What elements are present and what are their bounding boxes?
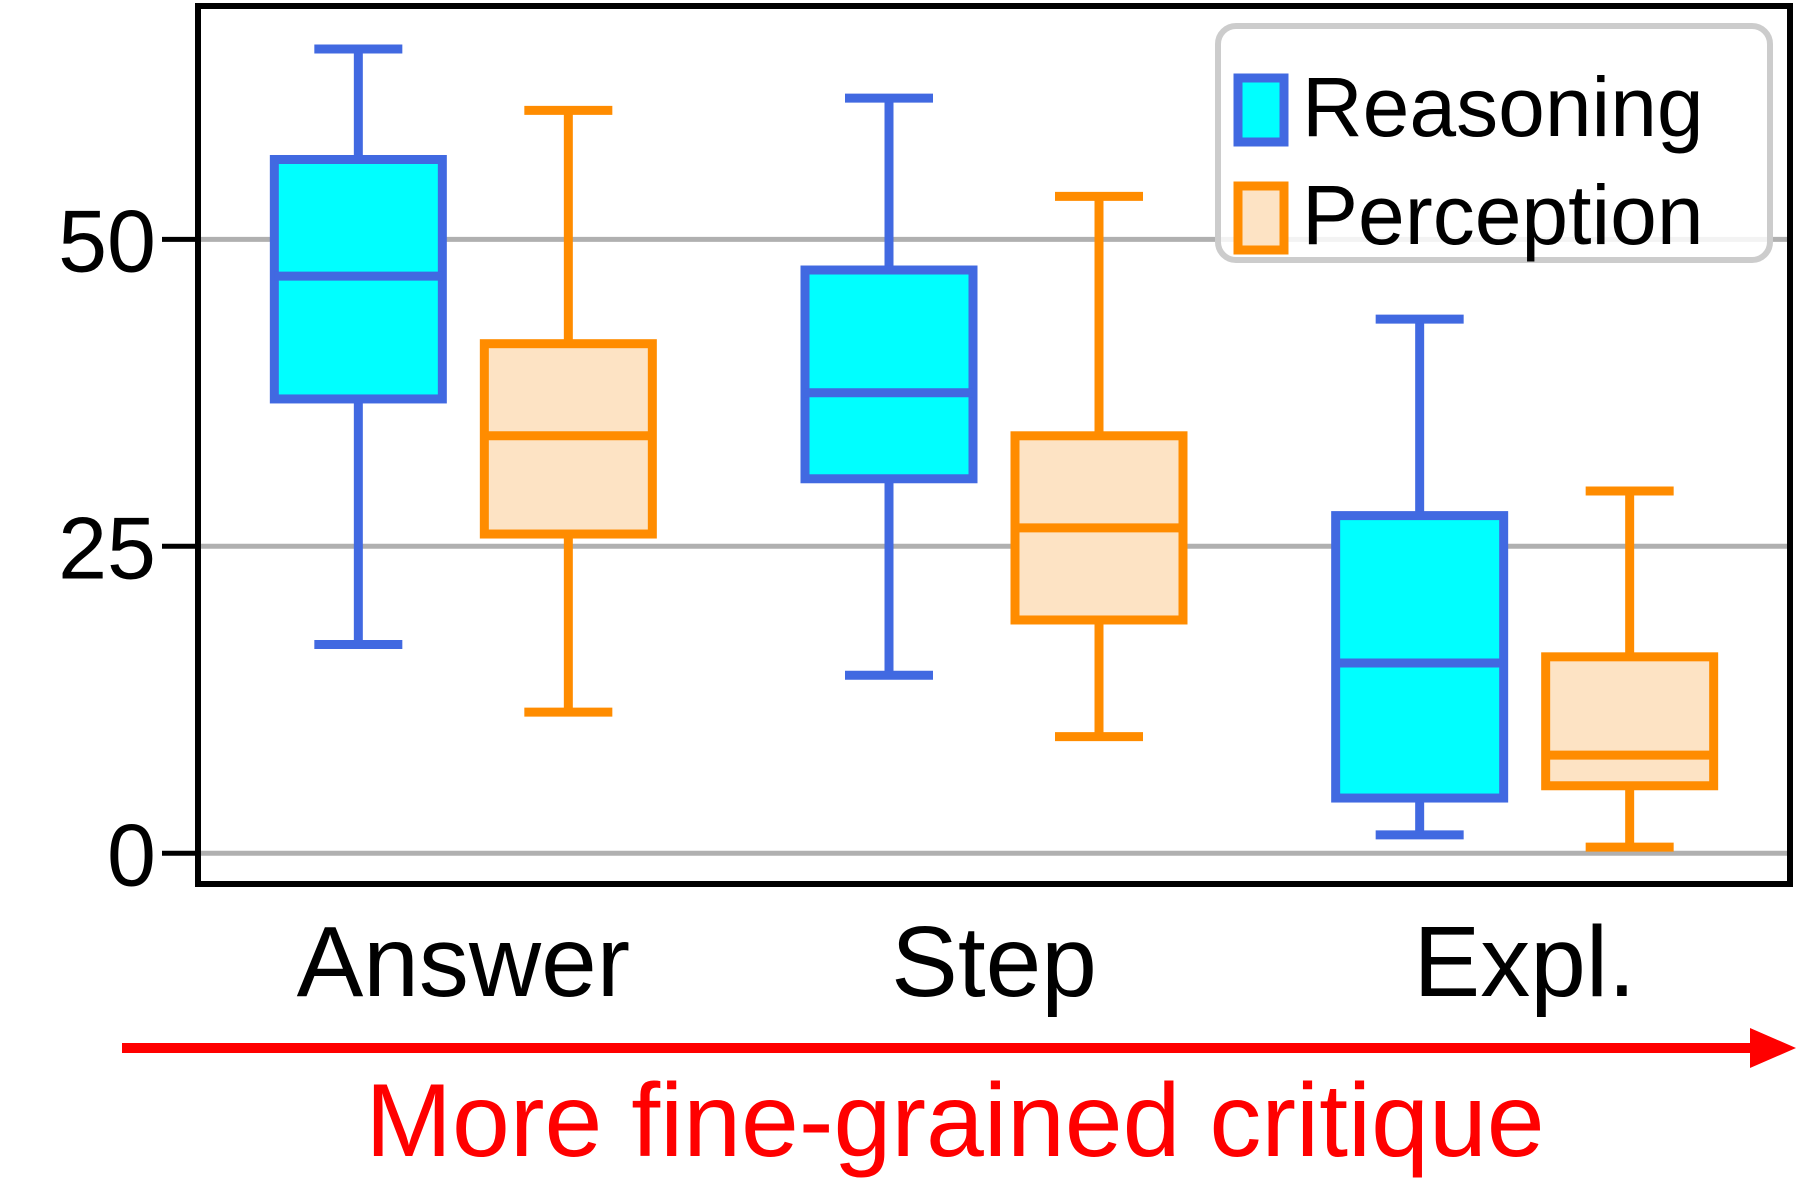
iqr-box xyxy=(800,265,978,484)
y-tick-label: 0 xyxy=(107,805,156,904)
y-axis-ticks: 0 25 50 xyxy=(58,191,198,904)
legend-label: Perception xyxy=(1302,168,1704,262)
legend-label: Reasoning xyxy=(1302,60,1704,154)
y-tick-label: 25 xyxy=(58,498,156,597)
plot-frame xyxy=(195,3,1793,887)
box-perception-step xyxy=(1010,191,1188,742)
legend-swatch xyxy=(1233,181,1289,255)
x-category-label: Answer xyxy=(297,906,630,1018)
iqr-box xyxy=(1541,652,1719,791)
y-tick-label: 50 xyxy=(58,191,156,290)
box-reasoning-step xyxy=(800,93,978,680)
direction-arrow-head xyxy=(1750,1028,1796,1068)
box-perception-answer xyxy=(479,105,657,717)
box-reasoning-expl xyxy=(1331,314,1509,840)
x-axis-labels: Answer Step Expl. xyxy=(297,906,1636,1018)
box-reasoning-answer xyxy=(269,44,447,650)
x-category-label: Expl. xyxy=(1414,906,1636,1018)
legend-frame xyxy=(1215,23,1773,263)
annotation: More fine-grained critique xyxy=(122,1028,1796,1179)
legend-swatch xyxy=(1233,73,1289,147)
box-plot-series xyxy=(269,44,1719,852)
iqr-box xyxy=(1331,511,1509,803)
x-category-label: Step xyxy=(891,906,1097,1018)
box-perception-expl xyxy=(1541,486,1719,852)
annotation-label: More fine-grained critique xyxy=(365,1063,1544,1179)
